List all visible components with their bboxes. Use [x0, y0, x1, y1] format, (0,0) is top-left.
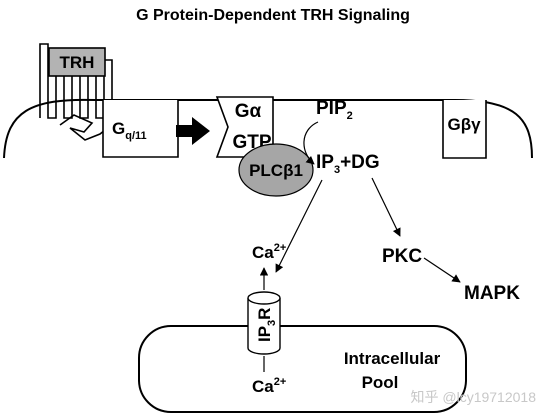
gbg-label: Gβγ — [447, 115, 481, 134]
diagram-title: G Protein-Dependent TRH Signaling — [136, 7, 410, 24]
activation-arrow — [176, 117, 210, 145]
pip2-to-ip3-arrow — [303, 121, 319, 165]
intracellular-pool — [138, 325, 467, 413]
trh-ligand-box — [48, 47, 106, 77]
ip3r-label: IP3R — [255, 308, 278, 342]
mapk-label: MAPK — [464, 283, 520, 304]
ip3-receptor-channel — [247, 291, 281, 355]
pkc-to-mapk-arrow — [423, 257, 461, 283]
pool-label-line2: Pool — [362, 373, 399, 392]
gbg-box — [442, 100, 487, 159]
dg-to-pkc-arrow — [371, 177, 401, 237]
pool-label-line1: Intracellular — [344, 349, 441, 368]
pip2-label: PIP2 — [316, 98, 353, 122]
trh-label: TRH — [60, 53, 95, 72]
watermark: 知乎 @lcy19712018 — [410, 389, 536, 405]
ca-top-label: Ca2+ — [252, 242, 286, 262]
ca-bottom-label: Ca2+ — [252, 376, 286, 396]
ip3-to-receptor-arrow — [275, 179, 323, 273]
cell-membrane — [3, 98, 533, 159]
pkc-label: PKC — [382, 246, 422, 267]
ip3-dg-label: IP3+DG — [316, 152, 380, 176]
gq11-label: Gq/11 — [112, 119, 147, 142]
plc-beta1-enzyme — [238, 143, 314, 197]
galpha-label: Gα — [235, 101, 262, 122]
plc-beta1-label: PLCβ1 — [249, 161, 303, 180]
